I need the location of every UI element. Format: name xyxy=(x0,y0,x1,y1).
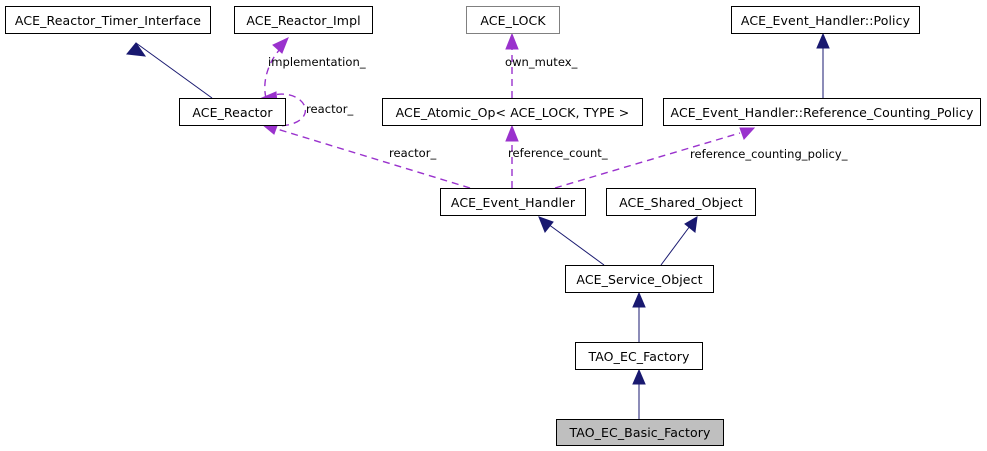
class-node-ace-event-handler-reference-counting-policy[interactable]: ACE_Event_Handler::Reference_Counting_Po… xyxy=(663,98,981,126)
class-node-label: ACE_Event_Handler::Reference_Counting_Po… xyxy=(670,104,974,120)
edge-label-reference-count: reference_count_ xyxy=(508,146,608,160)
class-node-ace-reactor-timer-interface[interactable]: ACE_Reactor_Timer_Interface xyxy=(5,6,211,34)
edge-ace-event-handler-to-ace-atomic-op xyxy=(505,124,519,188)
class-node-ace-shared-object[interactable]: ACE_Shared_Object xyxy=(606,188,756,216)
class-node-label: ACE_Reactor_Timer_Interface xyxy=(14,12,202,28)
class-node-ace-event-handler[interactable]: ACE_Event_Handler xyxy=(440,188,586,216)
edge-reference-counting-policy-to-policy xyxy=(816,32,830,98)
edge-ace-event-handler-to-reference-counting-policy xyxy=(554,127,756,189)
class-node-tao-ec-factory[interactable]: TAO_EC_Factory xyxy=(575,342,703,370)
class-node-ace-lock[interactable]: ACE_LOCK xyxy=(466,6,560,34)
class-node-label: ACE_Service_Object xyxy=(576,271,703,287)
class-node-label: ACE_Atomic_Op< ACE_LOCK, TYPE > xyxy=(395,104,630,120)
class-node-ace-reactor-impl[interactable]: ACE_Reactor_Impl xyxy=(234,6,373,34)
edge-ace-atomic-op-to-ace-lock xyxy=(505,32,519,98)
class-node-ace-atomic-op[interactable]: ACE_Atomic_Op< ACE_LOCK, TYPE > xyxy=(382,98,643,126)
edge-ace-event-handler-to-ace-reactor xyxy=(261,122,471,189)
class-node-label: ACE_Event_Handler xyxy=(450,194,576,210)
class-node-label: ACE_LOCK xyxy=(480,12,546,28)
class-node-ace-event-handler-policy[interactable]: ACE_Event_Handler::Policy xyxy=(731,6,920,34)
class-node-ace-service-object[interactable]: ACE_Service_Object xyxy=(565,265,714,293)
edge-tao-ec-factory-to-ace-service-object xyxy=(632,291,646,342)
class-node-label: ACE_Reactor_Impl xyxy=(246,12,361,28)
class-node-label: ACE_Event_Handler::Policy xyxy=(740,12,911,28)
edge-label-implementation: implementation_ xyxy=(268,55,366,69)
edge-ace-service-object-to-ace-shared-object xyxy=(660,216,698,266)
edge-ace-reactor-to-ace-reactor-timer-interface xyxy=(126,42,213,99)
edge-label-reference-counting-policy: reference_counting_policy_ xyxy=(690,147,848,161)
edge-ace-service-object-to-ace-event-handler xyxy=(538,216,605,266)
class-node-tao-ec-basic-factory[interactable]: TAO_EC_Basic_Factory xyxy=(556,419,724,446)
class-node-label: ACE_Shared_Object xyxy=(619,194,743,210)
edge-label-own-mutex: own_mutex_ xyxy=(505,55,578,69)
class-node-label: TAO_EC_Factory xyxy=(588,348,690,364)
edge-label-reactor: reactor_ xyxy=(389,146,437,160)
edge-tao-ec-basic-factory-to-tao-ec-factory xyxy=(632,368,646,419)
edge-ace-reactor-to-ace-reactor-impl xyxy=(264,37,289,99)
class-node-label: ACE_Reactor xyxy=(192,104,273,120)
class-node-ace-reactor[interactable]: ACE_Reactor xyxy=(179,98,286,126)
class-node-label: TAO_EC_Basic_Factory xyxy=(569,425,711,440)
edge-label-reactor-self: reactor_ xyxy=(306,102,354,116)
